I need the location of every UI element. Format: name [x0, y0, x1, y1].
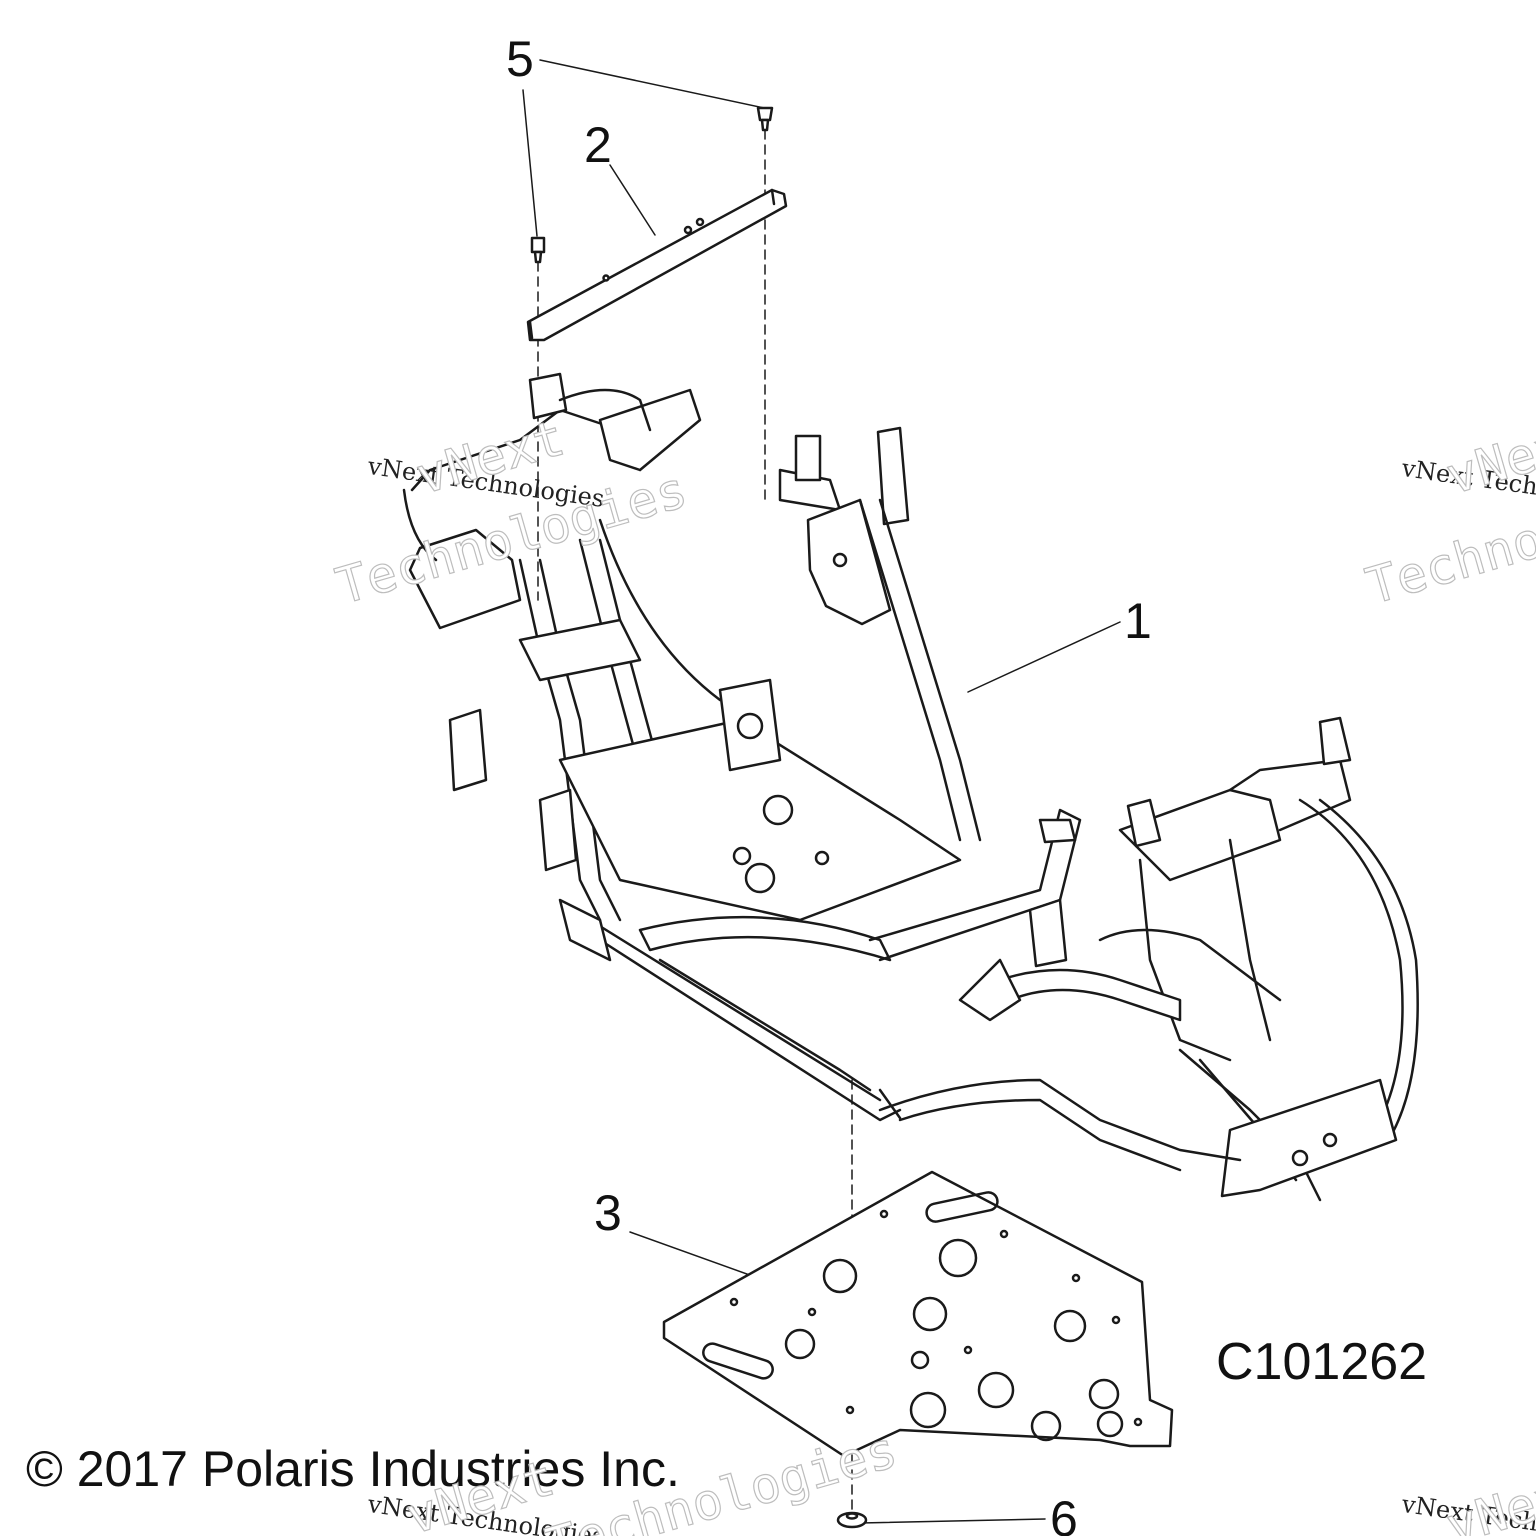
copyright-notice: © 2017 Polaris Industries Inc. — [26, 1441, 680, 1497]
skid-plate-part-3 — [662, 1170, 1174, 1458]
callout-2: 2 — [584, 117, 612, 173]
leader-lines — [522, 59, 1121, 1524]
catalog-code: C101262 — [1216, 1333, 1428, 1391]
nut-part-6 — [836, 1511, 868, 1529]
callout-1: 1 — [1124, 593, 1152, 649]
callout-3: 3 — [594, 1185, 622, 1241]
bolt-part-5-left — [530, 236, 546, 264]
main-frame-part-1 — [402, 372, 1419, 1202]
callout-5: 5 — [506, 31, 534, 87]
bolt-part-5-right — [756, 106, 774, 132]
cross-brace-part-2 — [526, 188, 788, 342]
callout-6: 6 — [1050, 1491, 1078, 1536]
